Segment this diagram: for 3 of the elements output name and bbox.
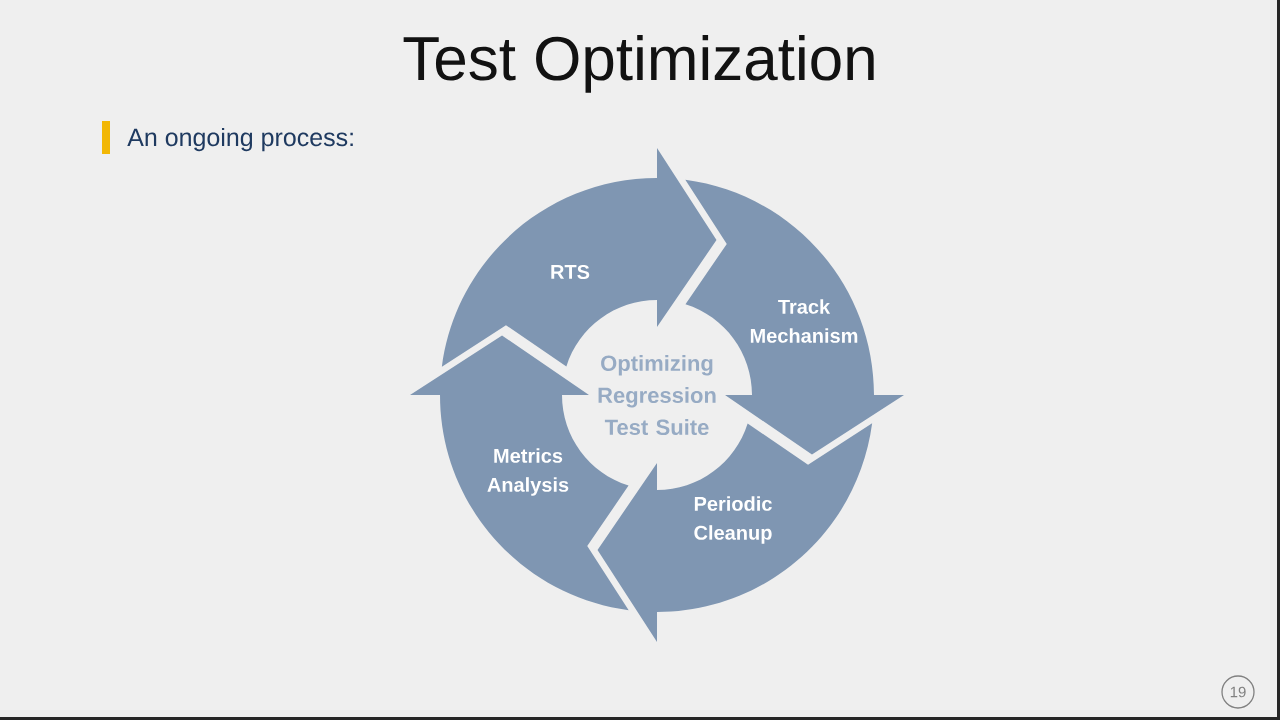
page-number: 19: [1221, 675, 1255, 709]
bullet-text: An ongoing process:: [127, 127, 353, 152]
slide-title: Test Optimization: [403, 35, 874, 93]
